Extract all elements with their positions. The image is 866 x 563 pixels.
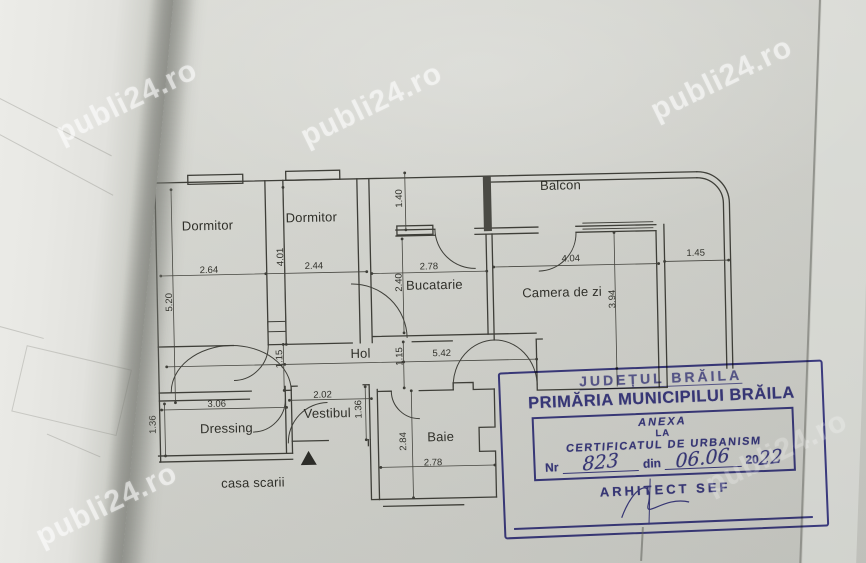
balcony-parapet-outer (696, 171, 734, 369)
door-swings (170, 229, 577, 444)
hall-arch-right (452, 339, 538, 387)
show-through-line (0, 119, 114, 196)
dim-label-h-2-78-kitchen: 2.78 (419, 261, 439, 273)
dim-label-v-2-40: 2.40 (393, 273, 405, 292)
dimension-lines (160, 172, 729, 498)
municipality-stamp: JUDEȚUL BRĂILA PRIMĂRIA MUNICIPILUI BRĂI… (497, 359, 830, 540)
kitchen-door-arc (351, 283, 408, 338)
dim-label-v-4-01: 4.01 (274, 247, 287, 267)
stamp-nr-label: Nr (544, 460, 559, 475)
dim-label-h-2-44: 2.44 (304, 260, 324, 272)
dim-label-h-4-04: 4.04 (561, 253, 581, 265)
hall-arch-left (170, 345, 292, 393)
dim-label-v-1-40: 1.40 (393, 189, 406, 208)
dimension-ticks (159, 171, 730, 500)
dim-label-h-2-02: 2.02 (313, 389, 332, 401)
bedroom2-window (284, 169, 341, 182)
dim-label-h-1-45: 1.45 (686, 247, 706, 259)
bedroom1-window (187, 173, 244, 186)
stamp-nr-handwritten: 823 (582, 449, 619, 476)
wall-poche (482, 176, 492, 232)
signature-scribble (621, 478, 690, 525)
dim-label-v-3-94: 3.94 (606, 289, 619, 309)
room-label-baie: Baie (427, 428, 455, 445)
balcony-door-arc (434, 229, 476, 269)
room-label-dressing: Dressing (199, 420, 254, 437)
dim-label-v-1-36-vestibul: 1.36 (353, 399, 365, 419)
room-label-dormitor-2: Dormitor (285, 209, 338, 226)
dim-label-h-2-64: 2.64 (199, 264, 219, 277)
dim-label-v-1-15-left: 1.15 (274, 349, 286, 369)
dim-label-v-1-15-right: 1.15 (394, 347, 406, 366)
room-label-bucatarie: Bucatarie (405, 276, 463, 293)
dim-label-h-5-42: 5.42 (432, 347, 452, 360)
stamp-din-label: din (642, 456, 662, 471)
stamp-year-handwritten: 22 (758, 445, 784, 470)
dim-label-h-3-06: 3.06 (207, 398, 227, 411)
balcony-parapet-inner (696, 177, 728, 369)
stamp-year-prefix: 20 (745, 452, 760, 467)
entrance-triangle-marker (300, 450, 317, 466)
dim-label-v-2-84: 2.84 (397, 432, 410, 451)
show-through-line (46, 433, 101, 458)
show-through-line (0, 86, 112, 157)
room-label-hol: Hol (350, 345, 371, 362)
room-label-casa-scarii: casa scarii (221, 474, 285, 491)
show-through-line (0, 319, 44, 339)
bedroom1-door-arc (233, 344, 269, 381)
stamp-annex-box: ANEXA LA CERTIFICATUL DE URBANISM Nr 823… (531, 406, 796, 482)
stamp-date-handwritten: 06.06 (675, 444, 731, 473)
room-label-vestibul: Vestibul (303, 405, 352, 422)
dim-label-h-2-78-bath: 2.78 (423, 457, 443, 469)
dressing-door-arc (253, 398, 286, 433)
room-label-balcon: Balcon (539, 177, 582, 194)
livingroom-window (582, 221, 654, 230)
bathroom-door-arc (390, 391, 420, 420)
entrance-door-arc (287, 402, 328, 444)
livingroom-balcony-door-arc (538, 232, 577, 272)
room-label-dormitor-1: Dormitor (181, 217, 234, 234)
room-label-camera-de-zi: Camera de zi (522, 283, 603, 301)
kitchen-window (396, 224, 434, 236)
